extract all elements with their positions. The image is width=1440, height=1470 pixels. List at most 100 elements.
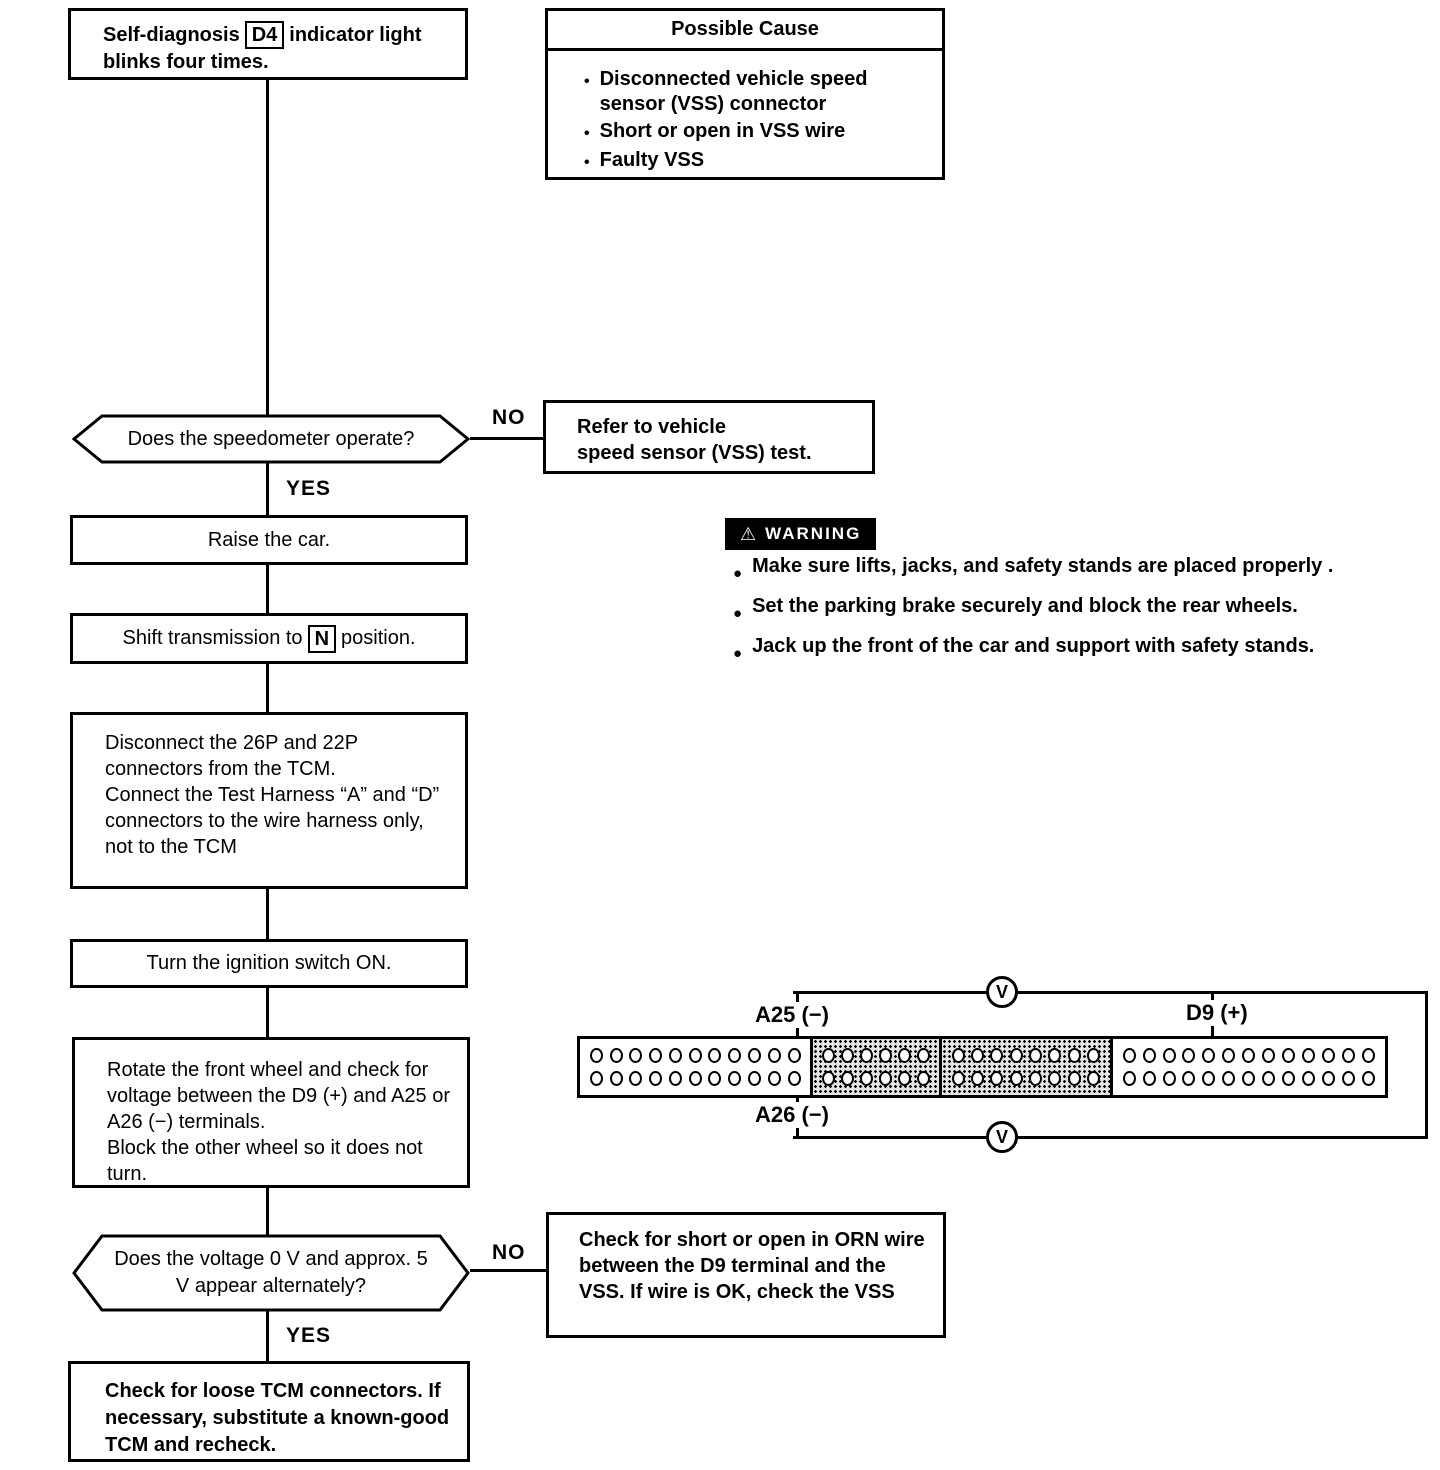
- connector-pin: [629, 1071, 643, 1087]
- warning-list: ● Make sure lifts, jacks, and safety sta…: [733, 551, 1439, 671]
- connector-pin-row: [580, 1047, 810, 1063]
- connector-pin: [1009, 1047, 1023, 1063]
- connector-pin: [708, 1047, 722, 1063]
- terminal-label-a26: A26 (−): [752, 1102, 832, 1128]
- bullet-icon: •: [584, 154, 590, 171]
- step-disconnect-connectors: Disconnect the 26P and 22P connectors fr…: [70, 712, 468, 889]
- meter-wire-right: [1425, 991, 1428, 1139]
- yes-label-1: YES: [286, 477, 332, 500]
- warning-badge: ⚠ WARNING: [725, 518, 877, 550]
- disconnect-text-2: Connect the Test Harness “A” and “D” con…: [105, 784, 440, 858]
- connector-pin: [1242, 1047, 1256, 1063]
- connector-pin: [1262, 1071, 1276, 1087]
- connector-section-2: [810, 1039, 940, 1095]
- list-item: • Faulty VSS: [584, 148, 928, 175]
- refer-line-2: speed sensor (VSS) test.: [577, 442, 812, 464]
- rotate-text-1: Rotate the front wheel and check for vol…: [107, 1059, 451, 1133]
- connector-pin: [951, 1071, 965, 1087]
- connector-pin: [668, 1071, 682, 1087]
- tcm-connector-strip: [577, 1036, 1388, 1098]
- connector-pin: [1361, 1047, 1375, 1063]
- connector-pin: [708, 1071, 722, 1087]
- possible-cause-box: Possible Cause • Disconnected vehicle sp…: [545, 8, 945, 180]
- decision-question: Does the speedometer operate?: [127, 427, 415, 450]
- connector-pin: [609, 1071, 623, 1087]
- voltmeter-letter: V: [995, 1126, 1008, 1147]
- bullet-icon: ●: [733, 605, 743, 622]
- connector-pin: [728, 1047, 742, 1063]
- connector-pin: [767, 1047, 781, 1063]
- voltmeter-letter: V: [995, 981, 1008, 1002]
- connector-pin: [1048, 1071, 1062, 1087]
- connector-pin: [609, 1047, 623, 1063]
- connector-pin: [1122, 1047, 1136, 1063]
- flow-line: [266, 887, 269, 940]
- connector-pin: [951, 1047, 965, 1063]
- final-check-tcm-text: Check for loose TCM connectors. If neces…: [105, 1380, 450, 1456]
- connector-pin: [629, 1047, 643, 1063]
- connector-pin: [748, 1071, 762, 1087]
- connector-pin: [917, 1071, 931, 1087]
- connector-pin: [1341, 1047, 1355, 1063]
- list-item: • Short or open in VSS wire: [584, 119, 928, 146]
- step-raise-car: Raise the car.: [70, 515, 468, 565]
- flow-line: [266, 564, 269, 614]
- connector-pin: [970, 1071, 984, 1087]
- connector-pin-row: [1113, 1071, 1385, 1087]
- connector-pin: [898, 1047, 912, 1063]
- connector-pin: [649, 1047, 663, 1063]
- connector-pin: [990, 1047, 1004, 1063]
- connector-pin: [1162, 1047, 1176, 1063]
- rotate-text-2: Block the other wheel so it does not tur…: [107, 1137, 423, 1185]
- bullet-icon: ●: [733, 645, 743, 662]
- connector-pin-row: [813, 1047, 939, 1063]
- shift-text-post: position.: [341, 627, 416, 649]
- start-text-pre: Self-diagnosis: [103, 24, 240, 46]
- step-ignition-text: Turn the ignition switch ON.: [146, 952, 392, 974]
- list-item: ● Jack up the front of the car and suppo…: [733, 631, 1439, 669]
- connector-pin: [1067, 1071, 1081, 1087]
- terminal-label-d9: D9 (+): [1183, 1000, 1251, 1026]
- shift-text-pre: Shift transmission to: [122, 627, 303, 649]
- flow-line-no-1: [470, 437, 545, 440]
- connector-pin: [589, 1071, 603, 1087]
- connector-pin: [1302, 1047, 1316, 1063]
- connector-pin: [841, 1071, 855, 1087]
- check-orn-wire-text: Check for short or open in ORN wire betw…: [579, 1229, 925, 1303]
- d4-indicator-box: D4: [244, 21, 285, 49]
- warning-item: Jack up the front of the car and support…: [752, 635, 1315, 657]
- step-ignition-on: Turn the ignition switch ON.: [70, 939, 468, 988]
- voltmeter-icon-top: V: [986, 976, 1018, 1008]
- decision-hexagon: [72, 414, 470, 464]
- connector-pin: [1182, 1047, 1196, 1063]
- connector-pin: [860, 1047, 874, 1063]
- connector-section-3: [939, 1039, 1110, 1095]
- connector-pin: [1182, 1071, 1196, 1087]
- flow-line: [266, 80, 269, 415]
- connector-pin: [748, 1047, 762, 1063]
- possible-cause-list: • Disconnected vehicle speed sensor (VSS…: [548, 51, 942, 175]
- connector-pin: [1162, 1071, 1176, 1087]
- connector-pin: [688, 1047, 702, 1063]
- start-text-post: indicator light blinks four times.: [103, 24, 422, 73]
- connector-pin: [841, 1047, 855, 1063]
- connector-pin: [1122, 1071, 1136, 1087]
- connector-pin: [879, 1071, 893, 1087]
- connector-pin: [1087, 1071, 1101, 1087]
- connector-pin: [1048, 1047, 1062, 1063]
- connector-pin: [1202, 1071, 1216, 1087]
- check-orn-wire-box: Check for short or open in ORN wire betw…: [546, 1212, 946, 1338]
- connector-pin-row: [942, 1047, 1110, 1063]
- connector-pin: [1282, 1047, 1296, 1063]
- n-position-box: N: [307, 624, 337, 653]
- possible-cause-item: Disconnected vehicle speed sensor (VSS) …: [599, 68, 868, 115]
- connector-pin: [1142, 1047, 1156, 1063]
- connector-pin: [1222, 1071, 1236, 1087]
- connector-section-1: [580, 1039, 810, 1095]
- connector-pin: [1302, 1071, 1316, 1087]
- decision-question: Does the voltage 0 V and approx. 5 V app…: [114, 1248, 428, 1297]
- decision-speedometer: Does the speedometer operate?: [72, 414, 470, 464]
- connector-pin: [879, 1047, 893, 1063]
